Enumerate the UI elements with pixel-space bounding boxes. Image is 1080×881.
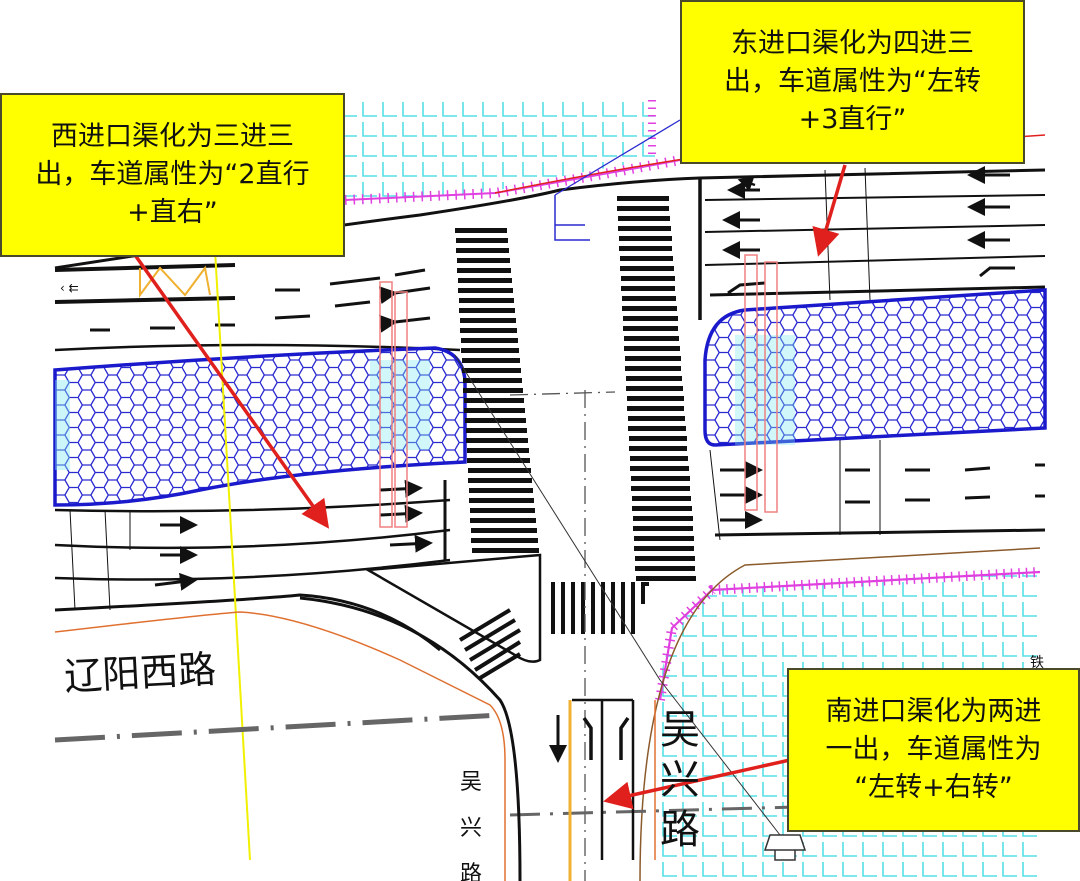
crosswalk-west xyxy=(455,228,539,553)
road-label-wuxing-small: 吴 兴 路 xyxy=(456,760,486,881)
road-label-edge-fragment: 铁 xyxy=(1030,655,1044,671)
southwest-curb xyxy=(299,596,522,881)
west-approach-lanes xyxy=(54,263,461,652)
callout-south-text: 南进口渠化为两进 一出，车道属性为 “左转+右转” xyxy=(825,696,1042,803)
pointer-arrow-south xyxy=(603,758,791,810)
signal-pole-west xyxy=(379,281,408,528)
road-label-char: 吴 xyxy=(660,707,700,753)
south-approach-lanes xyxy=(549,698,656,881)
crosswalk-southwest xyxy=(458,608,522,680)
callout-east-text: 东进口渠化为四进三 出，车道属性为“左转 +3直行” xyxy=(724,28,981,135)
road-label-char: 吴 xyxy=(459,770,482,795)
road-label-char: 路 xyxy=(459,862,482,881)
pointer-arrow-east xyxy=(812,164,847,257)
road-label-char: 兴 xyxy=(660,757,700,803)
pole-symbol-icon xyxy=(763,834,807,861)
yellow-chevron-marking xyxy=(139,265,211,299)
crosswalk-south xyxy=(551,582,649,634)
road-label-char: 兴 xyxy=(459,816,482,841)
survey-guide-line xyxy=(214,249,251,861)
callout-south-approach: 南进口渠化为两进 一出，车道属性为 “左转+右转” xyxy=(787,668,1080,832)
crosswalk-east xyxy=(617,196,696,581)
signal-pole-east xyxy=(744,254,778,513)
east-approach-lanes xyxy=(698,166,1046,541)
road-centerline xyxy=(54,712,501,743)
callout-west-approach: 西进口渠化为三进三 出，车道属性为“2直行 +直右” xyxy=(0,93,345,257)
callout-west-text: 西进口渠化为三进三 出，车道属性为“2直行 +直右” xyxy=(35,121,310,228)
pointer-arrow-west xyxy=(133,253,330,529)
road-label-wuxing-large: 吴 兴 路 xyxy=(655,705,705,855)
signal-head-icon xyxy=(554,195,590,241)
callout-east-approach: 东进口渠化为四进三 出，车道属性为“左转 +3直行” xyxy=(680,0,1025,164)
road-label-char: 路 xyxy=(660,807,700,853)
east-median-island xyxy=(703,288,1047,447)
lane-arrow-glyph: ‹ ⇇ xyxy=(60,281,79,295)
road-label-liaoyang-west: 辽阳西路 xyxy=(63,647,218,699)
west-median-island xyxy=(53,346,467,507)
